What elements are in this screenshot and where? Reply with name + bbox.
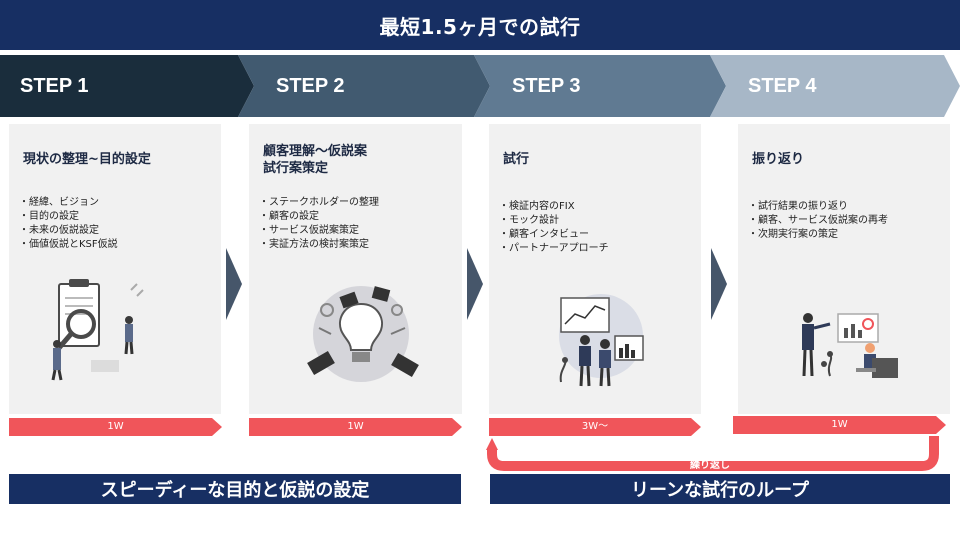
card-step-2: 顧客理解～仮説案 試行案策定 ・ステークホルダーの整理 ・顧客の設定 ・サービス…	[249, 124, 462, 414]
card-step-1: 現状の整理~目的設定 ・経緯、ビジョン ・目的の設定 ・未来の仮説設定 ・価値仮…	[9, 124, 221, 414]
list-item: ・次期実行案の策定	[748, 229, 838, 240]
lightbulb-hands-illustration	[307, 286, 419, 382]
list-item: ・顧客の設定	[259, 211, 319, 222]
card-1-title: 現状の整理~目的設定	[23, 152, 151, 167]
list-item: ・目的の設定	[19, 211, 79, 222]
duration-bar-2: 1W	[249, 418, 462, 436]
card-2-title-line1: 顧客理解～仮説案	[263, 144, 368, 159]
arrow-right-icon	[226, 248, 242, 320]
step-3-label: STEP 3	[512, 75, 581, 97]
step-4-chevron: STEP 4	[710, 55, 960, 117]
banner-right: リーンな試行のループ	[490, 474, 950, 504]
presentation-review-illustration	[802, 313, 898, 378]
list-item: ・検証内容のFIX	[499, 201, 575, 212]
step-2-label: STEP 2	[276, 75, 345, 97]
clipboard-search-illustration	[51, 279, 144, 381]
list-item: ・パートナーアプローチ	[499, 243, 609, 254]
dashboard-team-illustration	[559, 294, 644, 387]
list-item: ・顧客、サービス仮説案の再考	[748, 215, 888, 226]
card-4-list: ・試行結果の振り返り ・顧客、サービス仮説案の再考 ・次期実行案の策定	[748, 200, 888, 242]
card-2-title-line2: 試行案策定	[263, 161, 329, 176]
duration-bar-1: 1W	[9, 418, 222, 436]
duration-bar-3: 3W～	[489, 418, 701, 436]
list-item: ・ステークホルダーの整理	[259, 197, 379, 208]
card-4-title: 振り返り	[752, 152, 805, 167]
loop-arrow-icon	[486, 436, 939, 471]
list-item: ・実証方法の検討案策定	[259, 239, 369, 250]
duration-label: 1W	[107, 421, 124, 432]
step-1-chevron: STEP 1	[0, 55, 254, 117]
list-item: ・未来の仮説設定	[19, 225, 99, 236]
list-item: ・モック設計	[499, 215, 559, 226]
duration-label: 1W	[831, 419, 848, 430]
list-item: ・経緯、ビジョン	[19, 197, 99, 208]
arrow-right-icon	[467, 248, 483, 320]
card-2-list: ・ステークホルダーの整理 ・顧客の設定 ・サービス仮説案策定 ・実証方法の検討案…	[259, 196, 379, 252]
list-item: ・サービス仮説案策定	[259, 225, 359, 236]
card-3-title: 試行	[503, 152, 530, 167]
card-step-3: 試行 ・検証内容のFIX ・モック設計 ・顧客インタビュー ・パートナーアプロー…	[489, 124, 701, 414]
card-3-list: ・検証内容のFIX ・モック設計 ・顧客インタビュー ・パートナーアプローチ	[499, 200, 609, 256]
duration-label: 3W～	[581, 421, 609, 432]
duration-bar-4: 1W	[733, 416, 946, 434]
arrow-right-icon	[711, 248, 727, 320]
banner-left: スピーディーな目的と仮説の設定	[9, 474, 461, 504]
list-item: ・顧客インタビュー	[499, 229, 589, 240]
page-title: 最短1.5ヶ月での試行	[0, 0, 960, 50]
step-2-chevron: STEP 2	[238, 55, 490, 117]
card-step-4: 振り返り ・試行結果の振り返り ・顧客、サービス仮説案の再考 ・次期実行案の策定	[738, 124, 950, 414]
step-3-chevron: STEP 3	[474, 55, 726, 117]
loop-label: 繰り返し	[690, 460, 730, 471]
list-item: ・価値仮説とKSF仮説	[19, 239, 118, 250]
duration-label: 1W	[347, 421, 364, 432]
step-4-label: STEP 4	[748, 75, 817, 97]
card-1-list: ・経緯、ビジョン ・目的の設定 ・未来の仮説設定 ・価値仮説とKSF仮説	[19, 196, 118, 252]
list-item: ・試行結果の振り返り	[748, 201, 848, 212]
step-1-label: STEP 1	[20, 75, 89, 97]
